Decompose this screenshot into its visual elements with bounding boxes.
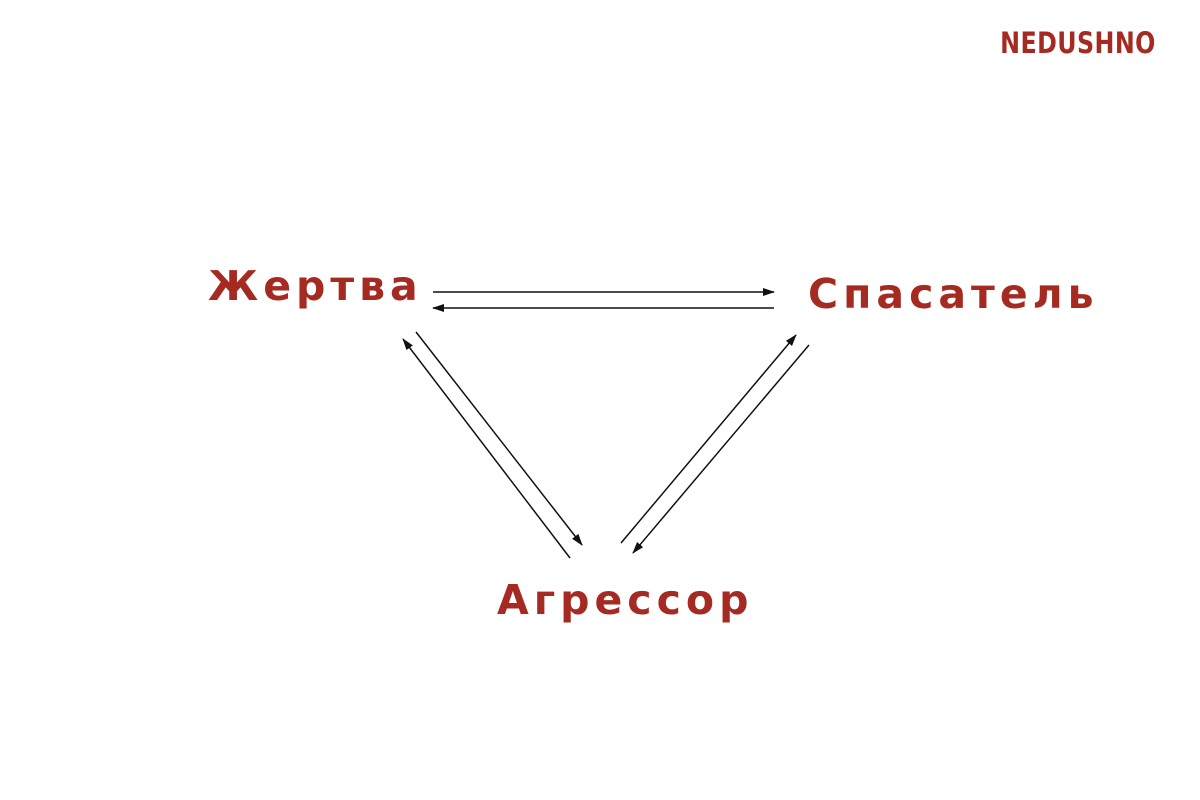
arrow-aggressor-to-victim [402,338,571,559]
node-rescuer-label: Спасатель [808,270,1099,318]
arrow-victim-to-aggressor [415,331,583,546]
node-aggressor-label: Агрессор [497,576,754,624]
arrow-aggressor-to-rescuer [620,334,797,544]
node-victim-label: Жертва [208,262,423,310]
arrow-rescuer-to-aggressor [632,344,810,554]
brand-logo: NEDUSHNO [1000,26,1156,60]
